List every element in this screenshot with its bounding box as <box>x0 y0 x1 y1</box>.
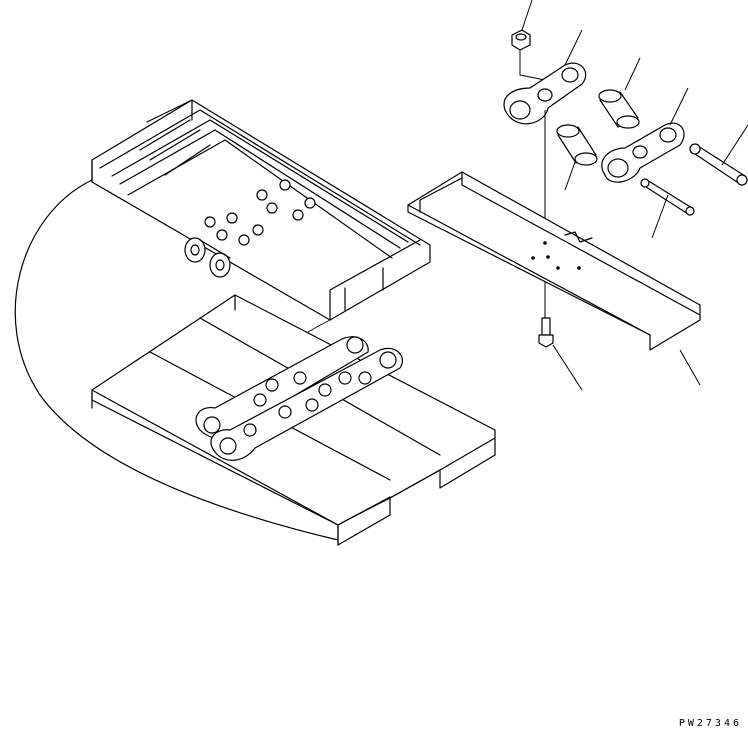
nut-part <box>511 29 531 51</box>
shoe-bolt-group-upper <box>204 179 316 246</box>
track-shoe-leader-line <box>679 349 701 386</box>
bushing-lower-leader-line <box>564 161 576 191</box>
bushing-upper-leader-line <box>624 57 641 91</box>
master-link-leader-line <box>564 29 583 66</box>
drawing-code: PW27346 <box>678 718 742 729</box>
bushing-part-upper <box>598 89 640 129</box>
master-link-part-lower <box>601 122 685 183</box>
master-link-lower-leader-line <box>669 87 689 126</box>
track-shoe-part <box>407 171 701 351</box>
track-link-chain <box>195 336 403 461</box>
track-wrap-arc <box>14 179 339 541</box>
short-pin-leader-line <box>651 194 669 239</box>
bushing-part-lower <box>556 124 598 166</box>
nut-leader-line <box>521 0 533 31</box>
shoe-bolt-leader-line <box>552 344 583 391</box>
track-pin-part <box>689 143 748 186</box>
shoe-bolt-part <box>538 317 554 348</box>
nut-to-link-line <box>519 50 546 81</box>
master-link-part <box>503 62 587 125</box>
track-pin-leader-line <box>721 124 748 166</box>
track-shoe-assembly-upper <box>91 99 431 321</box>
link-roller-pair <box>184 237 231 278</box>
